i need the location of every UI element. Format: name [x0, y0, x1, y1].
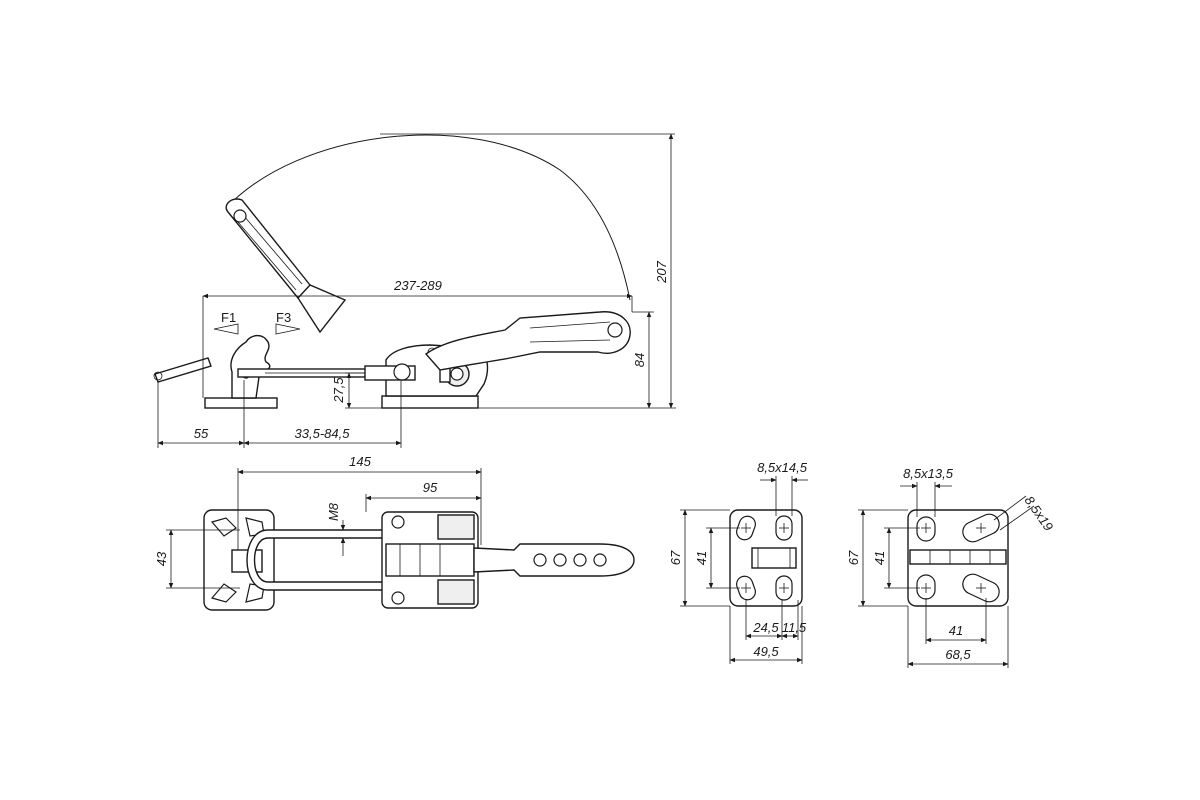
dim-thread: M8 — [326, 502, 346, 556]
base-slots — [916, 513, 1000, 603]
dim-bracket-hole-spacing: 41 — [694, 527, 740, 589]
dim-hook-height-label: 27,5 — [331, 377, 346, 404]
dim-base-height: 84 — [632, 311, 654, 409]
dim-bracket-height-label: 67 — [668, 550, 683, 565]
dim-hook-height: 27,5 — [331, 372, 382, 409]
dim-overall-length-label: 237-289 — [393, 278, 442, 293]
dim-bracket-height: 67 — [668, 509, 730, 607]
tension-arm — [153, 357, 212, 383]
dim-adjust-range-label: 33,5-84,5 — [295, 426, 351, 441]
dim-base-hole-spacing-h: 41 — [925, 598, 987, 644]
top-clamp-base — [381, 511, 479, 609]
dim-bracket-spacing-b-label: 11,5 — [782, 620, 807, 635]
dim-base-hole-spacing-v-label: 41 — [872, 551, 887, 565]
dim-base-slot: 8,5x13,5 — [900, 466, 954, 517]
bracket-slots — [736, 515, 793, 601]
dim-base-hole-spacing-h-label: 41 — [949, 623, 963, 638]
dim-bracket-slot: 8,5x14,5 — [757, 460, 808, 516]
dim-base-view-height-label: 67 — [846, 550, 861, 565]
dim-base-slot-diag: 8,5x19 — [993, 493, 1057, 534]
dim-hook-offset-label: 55 — [194, 426, 209, 441]
dim-total-length: 145 — [237, 454, 482, 550]
dim-base-slot-label: 8,5x13,5 — [903, 466, 954, 481]
dim-width-label: 43 — [154, 551, 169, 566]
force-f3: F3 — [275, 310, 301, 335]
dim-bottom-side: 55 33,5-84,5 — [157, 380, 402, 448]
dim-overall-length: 237-289 — [202, 278, 633, 398]
dim-base-view-width: 68,5 — [907, 606, 1009, 668]
dim-base-view-height: 67 — [846, 509, 908, 607]
swing-arc — [225, 134, 631, 301]
dim-bracket-spacing-a-label: 24,5 — [752, 620, 779, 635]
top-view: 145 95 M8 43 — [154, 454, 635, 611]
force-f1: F1 — [213, 310, 239, 335]
dim-bracket-hole-spacing-label: 41 — [694, 551, 709, 565]
force-f3-label: F3 — [276, 310, 291, 325]
dim-bracket-width-label: 49,5 — [753, 644, 779, 659]
top-hook-plate — [203, 509, 275, 611]
bracket-view: 8,5x14,5 67 41 24,5 11,5 — [668, 460, 808, 664]
dim-base-slot-diag-label: 8,5x19 — [1022, 493, 1057, 534]
dim-lever-height-label: 207 — [654, 260, 669, 283]
dim-bracket-slot-label: 8,5x14,5 — [757, 460, 808, 475]
dim-bracket-bottom: 24,5 11,5 — [745, 600, 807, 640]
dim-width: 43 — [154, 529, 240, 589]
top-handle — [473, 543, 635, 577]
dim-bracket-width: 49,5 — [729, 606, 803, 664]
dim-clamp-length-label: 95 — [423, 480, 438, 495]
base-view: 8,5x13,5 8,5x19 67 41 41 — [846, 466, 1056, 668]
force-f1-label: F1 — [221, 310, 236, 325]
dim-lever-height: 207 — [478, 133, 676, 409]
dim-base-height-label: 84 — [632, 353, 647, 367]
dim-thread-label: M8 — [326, 502, 341, 521]
dim-base-view-width-label: 68,5 — [945, 647, 971, 662]
dim-total-length-label: 145 — [349, 454, 371, 469]
side-view: F1 F3 — [153, 133, 676, 448]
dim-base-hole-spacing-v: 41 — [872, 527, 920, 589]
lever-closed — [424, 311, 631, 371]
dim-clamp-length: 95 — [365, 480, 482, 512]
